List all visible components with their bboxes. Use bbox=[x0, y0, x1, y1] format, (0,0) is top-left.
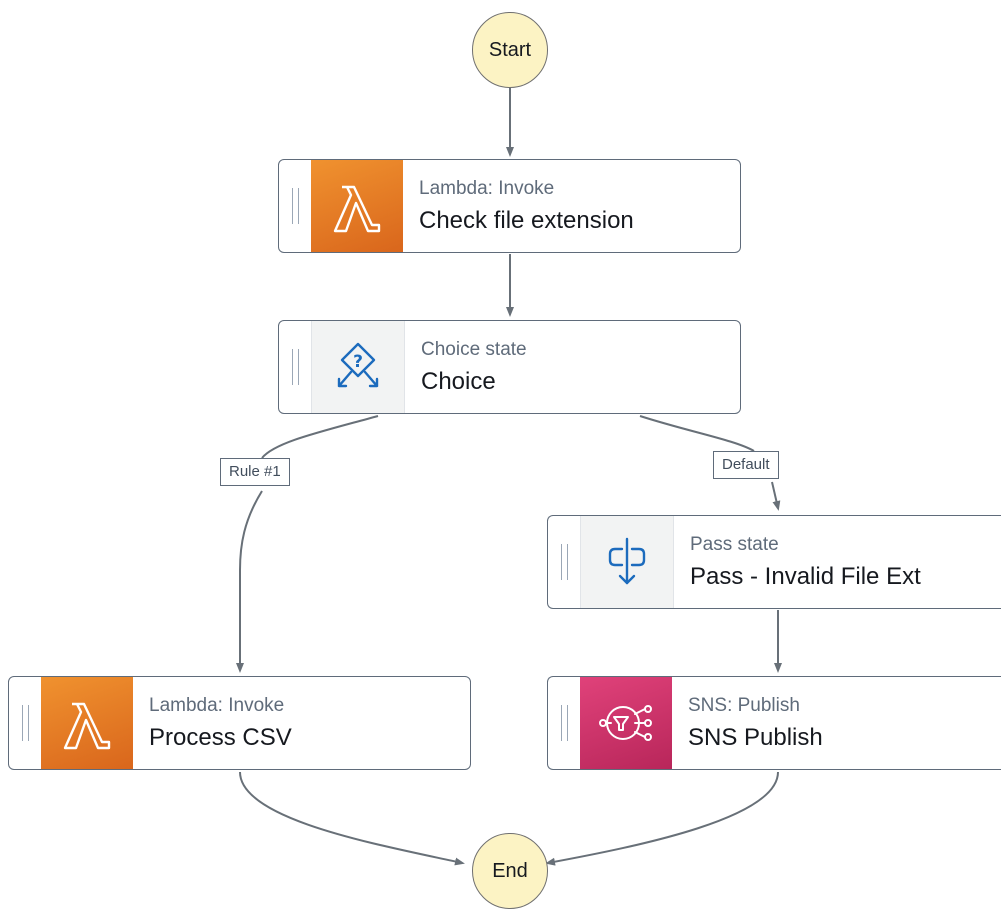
state-name-label: Process CSV bbox=[149, 723, 292, 751]
state-check-file-extension[interactable]: Lambda: Invoke Check file extension bbox=[278, 159, 741, 253]
start-node[interactable]: Start bbox=[472, 12, 548, 88]
drag-handle[interactable] bbox=[548, 516, 580, 608]
edge-label-default[interactable]: Default bbox=[713, 451, 779, 479]
lambda-icon bbox=[311, 160, 403, 252]
state-type-label: Lambda: Invoke bbox=[419, 177, 555, 199]
edge-choice-to-default-label bbox=[639, 415, 755, 452]
state-sns-publish[interactable]: SNS: Publish SNS Publish bbox=[547, 676, 1001, 770]
end-node[interactable]: End bbox=[472, 833, 548, 909]
state-type-label: SNS: Publish bbox=[688, 694, 800, 716]
edge-choice-to-rule-label bbox=[261, 415, 379, 459]
drag-handle[interactable] bbox=[279, 321, 311, 413]
svg-text:?: ? bbox=[353, 352, 363, 372]
edge-process-to-end bbox=[239, 771, 465, 866]
lambda-icon bbox=[41, 677, 133, 769]
state-name-label: Choice bbox=[421, 367, 496, 395]
state-pass-invalid-file-ext[interactable]: Pass state Pass - Invalid File Ext bbox=[547, 515, 1001, 609]
state-process-csv[interactable]: Lambda: Invoke Process CSV bbox=[8, 676, 471, 770]
sns-icon bbox=[580, 677, 672, 769]
state-type-label: Pass state bbox=[690, 533, 779, 555]
state-name-label: Pass - Invalid File Ext bbox=[690, 562, 921, 590]
state-name-label: Check file extension bbox=[419, 206, 634, 234]
pass-icon bbox=[580, 516, 674, 608]
edge-default-to-pass bbox=[771, 481, 781, 511]
state-choice[interactable]: ? Choice state Choice bbox=[278, 320, 741, 414]
drag-handle[interactable] bbox=[279, 160, 311, 252]
edge-sns-to-end bbox=[545, 771, 779, 866]
state-type-label: Choice state bbox=[421, 338, 527, 360]
end-label: End bbox=[492, 859, 528, 882]
state-name-label: SNS Publish bbox=[688, 723, 823, 751]
drag-handle[interactable] bbox=[9, 677, 41, 769]
choice-icon: ? bbox=[311, 321, 405, 413]
edge-rule-to-process bbox=[236, 490, 263, 673]
edge-label-rule-1[interactable]: Rule #1 bbox=[220, 458, 290, 486]
state-type-label: Lambda: Invoke bbox=[149, 694, 285, 716]
start-label: Start bbox=[488, 38, 532, 61]
drag-handle[interactable] bbox=[548, 677, 580, 769]
